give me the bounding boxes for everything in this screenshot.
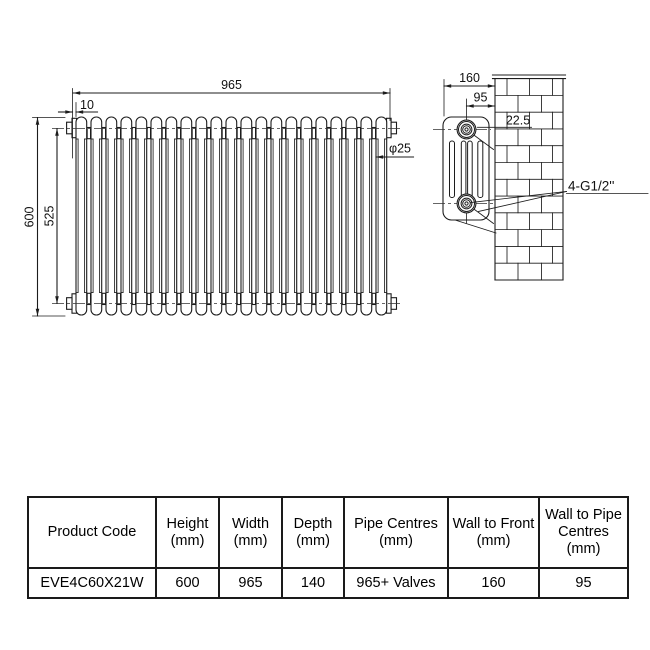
front-view bbox=[52, 116, 403, 316]
front-dimensions: 965 10 600 525 φ25 bbox=[23, 78, 415, 317]
radiator-technical-drawing: 965 10 600 525 φ25 160 95 22.5 4-G1/2'' bbox=[23, 71, 649, 317]
dim-arrowhead bbox=[444, 84, 452, 88]
dimension-label: 22.5 bbox=[506, 114, 530, 128]
column-slot bbox=[477, 140, 484, 198]
spec-cell-0-5: 160 bbox=[447, 567, 540, 599]
dim-arrowhead bbox=[376, 155, 384, 159]
dim-arrowhead bbox=[487, 104, 495, 108]
dim-arrowhead bbox=[382, 91, 390, 95]
spec-cell-0-2: 965 bbox=[218, 567, 283, 599]
dimension-label: 95 bbox=[474, 91, 488, 105]
spec-header-0: Product Code bbox=[27, 496, 157, 569]
spec-header-6: Wall to Pipe Centres (mm) bbox=[538, 496, 629, 569]
side-view bbox=[433, 74, 567, 281]
dimension-label: 160 bbox=[459, 71, 480, 85]
spec-cell-0-3: 140 bbox=[281, 567, 345, 599]
pipe-connection bbox=[456, 193, 477, 214]
dimension-label: 10 bbox=[80, 98, 94, 112]
spec-header-2: Width (mm) bbox=[218, 496, 283, 569]
dimension-label: 600 bbox=[23, 207, 37, 228]
spec-cell-0-1: 600 bbox=[155, 567, 220, 599]
dimension-label: φ25 bbox=[389, 142, 411, 156]
dimension-label: 965 bbox=[221, 78, 242, 92]
dimension-label: 525 bbox=[43, 206, 57, 227]
spec-cell-0-4: 965+ Valves bbox=[343, 567, 449, 599]
dim-arrowhead bbox=[487, 84, 495, 88]
spec-header-4: Pipe Centres (mm) bbox=[343, 496, 449, 569]
spec-cell-0-0: EVE4C60X21W bbox=[27, 567, 157, 599]
dimension-label: 4-G1/2'' bbox=[568, 179, 614, 194]
column-slot bbox=[449, 140, 455, 198]
spec-header-1: Height (mm) bbox=[155, 496, 220, 569]
side-dimensions: 160 95 22.5 4-G1/2'' bbox=[443, 71, 649, 213]
pipe-connection bbox=[456, 119, 477, 140]
dim-arrowhead bbox=[55, 128, 59, 136]
dim-arrowhead bbox=[35, 117, 40, 125]
column-slot bbox=[460, 140, 467, 198]
spec-header-3: Depth (mm) bbox=[281, 496, 345, 569]
dim-arrowhead bbox=[466, 104, 474, 108]
dim-arrowhead bbox=[55, 296, 59, 304]
dim-arrowhead bbox=[65, 110, 73, 114]
brick-wall bbox=[491, 74, 567, 281]
dim-arrowhead bbox=[35, 308, 40, 316]
spec-header-5: Wall to Front (mm) bbox=[447, 496, 540, 569]
dim-arrowhead bbox=[73, 91, 81, 95]
dim-arrowhead bbox=[76, 110, 84, 114]
column-slot bbox=[467, 140, 473, 198]
spec-cell-0-6: 95 bbox=[538, 567, 629, 599]
